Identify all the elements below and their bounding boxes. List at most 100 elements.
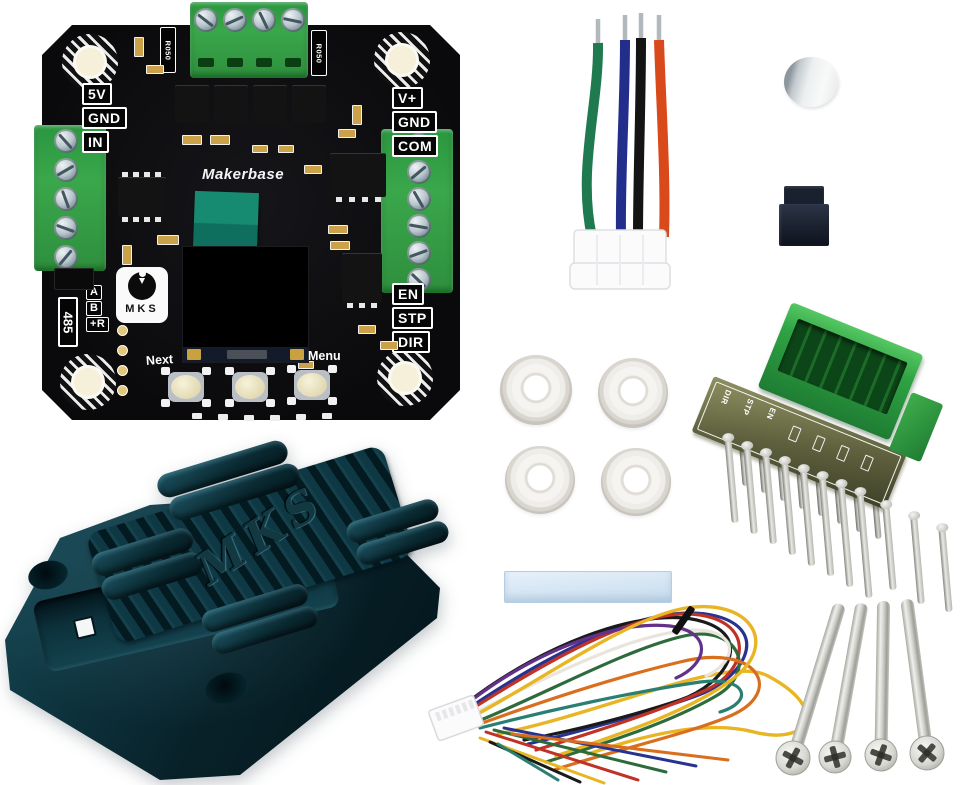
smd-component	[182, 135, 202, 145]
terminal-screw	[194, 8, 218, 32]
screw	[901, 599, 945, 771]
edge-pad	[218, 414, 228, 420]
pin-adapter: DIR STP EN	[691, 300, 958, 613]
screw	[775, 603, 845, 776]
edge-pad	[270, 415, 280, 421]
adapter-pin	[882, 504, 897, 591]
magnet	[784, 57, 838, 107]
logo-mark	[128, 270, 156, 300]
screw	[864, 601, 898, 772]
label-485: 485	[58, 297, 78, 347]
terminal-screw	[407, 187, 431, 211]
adapter-pin	[818, 475, 835, 577]
adapter-pin	[762, 452, 777, 545]
label-stp: STP	[392, 307, 433, 329]
cable-wire-orange	[654, 39, 670, 238]
shunt-resistor: R050	[311, 30, 327, 76]
smd-component	[157, 235, 179, 245]
smd-component	[380, 341, 398, 350]
adapter-pin	[780, 460, 797, 556]
oled-pad	[290, 349, 304, 360]
smd-component	[134, 37, 144, 57]
signal-cable	[569, 13, 671, 290]
cable-tie	[672, 605, 695, 635]
loom-wire	[470, 611, 749, 746]
washer	[601, 448, 671, 516]
thermal-pad	[504, 571, 672, 603]
loom-wire	[470, 623, 703, 702]
label-in: IN	[82, 131, 109, 153]
rs485-pin-labels: A B +R	[86, 285, 110, 332]
label-plusr: +R	[86, 317, 110, 332]
adapter-pin	[743, 445, 758, 535]
washer	[500, 355, 572, 425]
terminal-screw	[54, 216, 78, 240]
loom-wire	[472, 604, 758, 758]
shunt-resistor: R050	[160, 27, 176, 73]
loom-wire-end	[502, 726, 698, 768]
button-label-next: Next	[145, 352, 174, 368]
mounting-hole	[62, 34, 118, 90]
edge-pad	[296, 414, 306, 420]
smd-component	[352, 105, 362, 125]
screw	[818, 603, 868, 774]
edge-pad	[192, 413, 202, 419]
mosfet-chip	[292, 85, 326, 123]
adapter-pin	[724, 437, 739, 524]
smd-component	[358, 325, 376, 334]
cable-wire-green	[581, 42, 604, 239]
phillips-slot	[917, 743, 937, 763]
terminal-screw	[54, 187, 78, 211]
smd-component	[146, 65, 164, 74]
adapter-pin	[856, 491, 873, 599]
adapter-pin	[837, 483, 854, 588]
loom-wire	[468, 612, 741, 752]
smd-component	[328, 225, 348, 234]
transistor	[342, 253, 382, 308]
loom-wire	[472, 655, 761, 772]
smd-component	[338, 129, 356, 138]
phillips-slot	[824, 746, 846, 768]
terminal-screw	[223, 8, 247, 32]
logo-text: MKS	[125, 303, 159, 315]
oled-display	[182, 246, 309, 363]
terminal-screw	[407, 241, 431, 265]
heatsink-mount: MKS	[5, 437, 452, 785]
power-in-labels: 5V GND IN	[82, 83, 127, 153]
label-com: COM	[392, 135, 439, 157]
label-b: B	[86, 301, 103, 316]
label-vplus: V+	[392, 87, 423, 109]
oled-protective-film	[193, 190, 259, 251]
loom-wire-end	[492, 728, 668, 774]
loom-wire-end	[496, 742, 560, 782]
adapter-pin	[799, 468, 816, 567]
screw-set	[775, 599, 945, 776]
mks-logo: MKS	[116, 267, 168, 323]
edge-pad	[322, 413, 332, 419]
smd-component	[122, 245, 132, 265]
edge-pad	[244, 415, 254, 421]
mounting-hole	[60, 354, 116, 410]
label-en: EN	[392, 283, 425, 305]
gold-pad	[117, 325, 128, 336]
smd-component	[210, 135, 230, 145]
terminal-screw	[281, 8, 305, 32]
loom-wire	[478, 679, 743, 730]
mosfet-chip	[253, 85, 287, 123]
push-button	[287, 365, 337, 405]
label-gnd2: GND	[392, 111, 437, 133]
loom-wire-end	[484, 730, 640, 782]
smd-component	[252, 145, 268, 153]
power-out-labels: V+ GND COM	[392, 87, 439, 157]
gold-pad	[117, 385, 128, 396]
phillips-slot	[782, 747, 804, 769]
mosfet-chip	[214, 85, 248, 123]
smd-component	[278, 145, 294, 153]
push-button	[225, 367, 275, 407]
push-button	[161, 367, 211, 407]
cable-wire-blue	[615, 39, 630, 238]
regulator-ic	[330, 153, 386, 202]
motor-wire-loom	[428, 604, 809, 785]
jumper-cap	[779, 186, 829, 246]
